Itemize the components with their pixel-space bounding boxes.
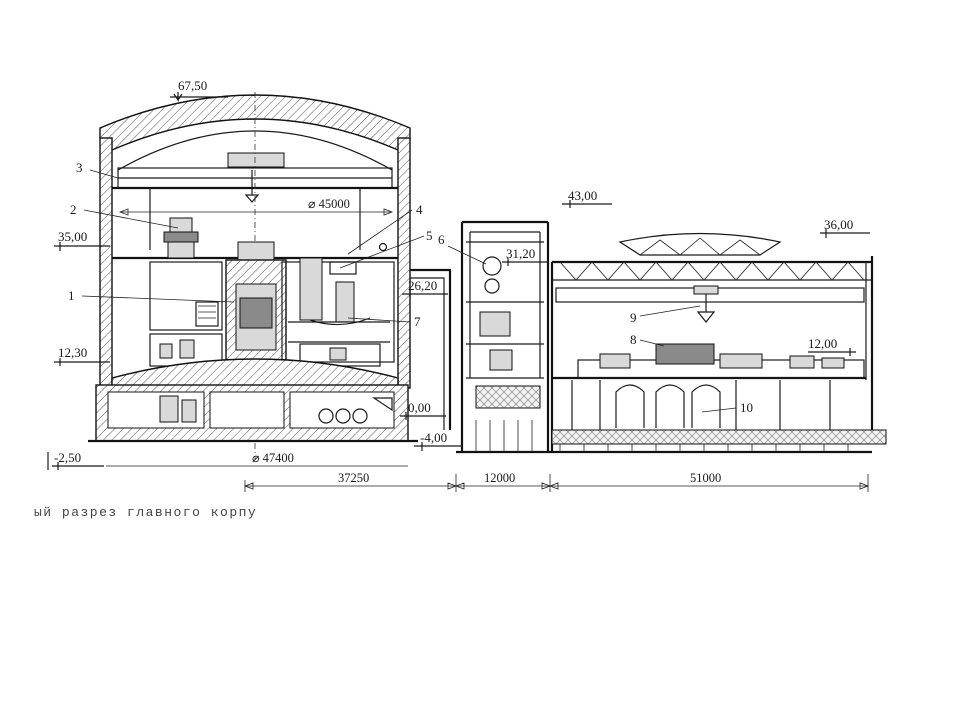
reactor-building — [88, 92, 418, 460]
turbine-hall — [550, 232, 887, 454]
elevation-12-30: 12,30 — [58, 345, 87, 360]
callout-1: 1 — [68, 288, 75, 303]
callout-leaders — [81, 169, 737, 413]
elevation-26-20: 26,20 — [408, 278, 437, 293]
dimension-diameter-47400: ⌀ 47400 — [252, 451, 294, 465]
elevation-43-00: 43,00 — [568, 188, 597, 203]
callout-8: 8 — [630, 332, 637, 347]
dimension-lines — [106, 465, 870, 492]
callout-5: 5 — [426, 228, 433, 243]
elevation-12-00: 12,00 — [808, 336, 837, 351]
figure-caption: ый разрез главного корпу — [34, 505, 258, 520]
elevation-minus-4-00: -4,00 — [420, 430, 447, 445]
callout-9: 9 — [630, 310, 637, 325]
elevation-35-00: 35,00 — [58, 229, 87, 244]
dimension-diameter-45000: ⌀ 45000 — [308, 197, 350, 211]
callout-6: 6 — [438, 232, 445, 247]
callout-3: 3 — [76, 160, 83, 175]
intermediate-building — [410, 220, 552, 454]
dimension-51000: 51000 — [690, 471, 721, 485]
elevation-0-00: 0,00 — [408, 400, 431, 415]
callout-4: 4 — [416, 202, 423, 217]
elevation-67-50: 67,50 — [178, 78, 207, 93]
callout-2: 2 — [70, 202, 77, 217]
elevation-minus-2-50: -2,50 — [54, 450, 81, 465]
elevation-36-00: 36,00 — [824, 217, 853, 232]
callout-7: 7 — [414, 314, 421, 329]
dimension-12000: 12000 — [484, 471, 515, 485]
dimension-37250: 37250 — [338, 471, 369, 485]
elevation-markers — [47, 92, 870, 470]
callout-10: 10 — [740, 400, 753, 415]
elevation-31-20: 31,20 — [506, 246, 535, 261]
